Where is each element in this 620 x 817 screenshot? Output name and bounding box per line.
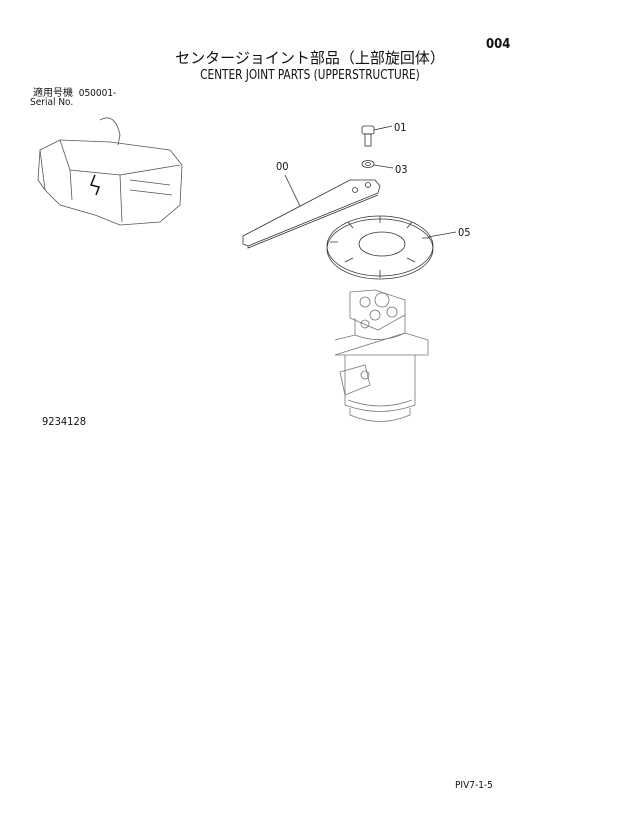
serial-label-jp: 適用号機 [33,88,73,99]
center-joint-body [334,289,429,422]
bolt-01 [361,125,393,147]
title-english: CENTER JOINT PARTS (UPPERSTRUCTURE) [200,68,420,83]
callout-01: 01 [394,121,407,134]
plate-00 [242,174,381,249]
washer-03 [361,160,394,169]
figure-number: 9234128 [42,415,87,428]
serial-label-en: Serial No. [30,97,74,108]
callout-03: 03 [395,163,408,176]
title-japanese: センタージョイント部品（上部旋回体） [175,49,445,67]
callout-05: 05 [458,226,471,239]
page-number: 004 [486,37,511,52]
thrust-ring-05 [326,215,457,280]
serial-row: 適用号機 050001- [33,89,116,99]
callout-00: 00 [276,160,289,173]
footer-code: PIV7-1-5 [455,780,493,791]
machine-overview-sketch [37,117,183,226]
serial-value: 050001- [78,88,117,99]
